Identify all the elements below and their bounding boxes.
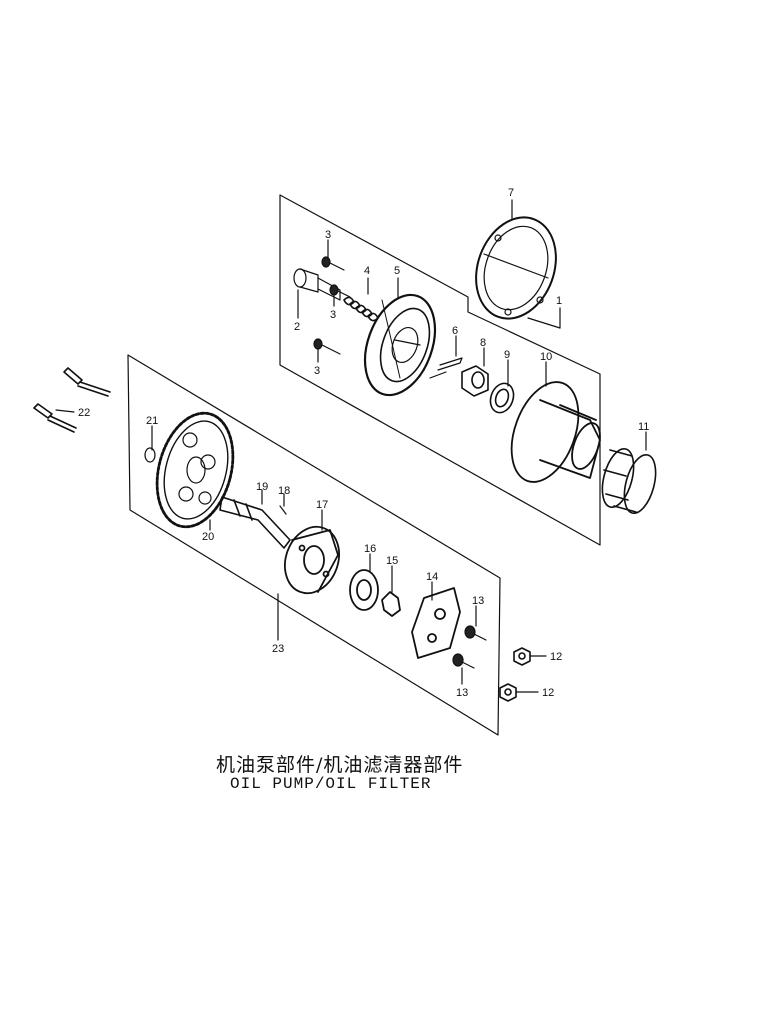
bolt-part-2 (293, 268, 341, 301)
callout-13-upper: 13 (472, 595, 484, 607)
callout-12-lower: 12 (542, 687, 554, 699)
callout-labels: 1 2 3 3 3 4 5 6 7 8 9 10 11 12 12 13 13 … (78, 187, 649, 699)
callout-14: 14 (426, 571, 438, 583)
outer-rotor-part-16 (349, 569, 379, 611)
screw-part-13-upper (464, 625, 487, 641)
callout-1: 1 (556, 295, 562, 307)
inner-rotor-part-15 (381, 591, 401, 617)
diagram-title-chinese: 机油泵部件/机油滤清器部件 (216, 754, 464, 776)
diagram-title-english: OIL PUMP/OIL FILTER (230, 775, 432, 793)
cotter-pin-part-6 (429, 357, 463, 379)
callout-13-lower: 13 (456, 687, 468, 699)
bolt-part-22-lower (33, 403, 77, 433)
bolt-part-22-upper (63, 367, 111, 397)
circlip-part-21 (144, 447, 156, 463)
callout-10: 10 (540, 351, 552, 363)
spring-part-4 (343, 296, 379, 322)
assembly-1-outline (279, 194, 601, 546)
callout-19: 19 (256, 481, 268, 493)
callout-2: 2 (294, 321, 300, 333)
callout-17: 17 (316, 499, 328, 511)
washer-part-9 (489, 382, 515, 414)
callout-20: 20 (202, 531, 214, 543)
callout-3-top: 3 (325, 229, 331, 241)
screw-part-3-top (321, 256, 345, 271)
callout-18: 18 (278, 485, 290, 497)
callout-11: 11 (638, 421, 649, 433)
screw-part-13-lower (452, 653, 475, 669)
callout-3-mid: 3 (330, 309, 336, 321)
callout-8: 8 (480, 337, 486, 349)
callout-3-low: 3 (314, 365, 320, 377)
screw-part-3-mid (329, 284, 351, 298)
castle-nut-part-8 (461, 365, 489, 397)
callout-5: 5 (394, 265, 400, 277)
callout-22: 22 (78, 407, 90, 419)
spline-gear-part-11 (601, 447, 657, 515)
nut-part-12-upper (513, 647, 531, 666)
callout-15: 15 (386, 555, 398, 567)
callout-23: 23 (272, 643, 284, 655)
callout-4: 4 (364, 265, 370, 277)
callout-12-upper: 12 (550, 651, 562, 663)
callout-16: 16 (364, 543, 376, 555)
gasket-part-7 (475, 216, 557, 320)
drive-hub-part-10 (510, 381, 601, 483)
sprocket-part-20 (155, 411, 235, 529)
assembly-23-outline (127, 354, 501, 736)
filter-rotor-part-5 (363, 293, 437, 397)
callout-7: 7 (508, 187, 514, 199)
screw-part-3-low (313, 338, 341, 355)
callout-6: 6 (452, 325, 458, 337)
callout-9: 9 (504, 349, 510, 361)
pump-shaft-part-19 (219, 496, 291, 549)
pump-body-part-17 (284, 525, 340, 595)
callout-21: 21 (146, 415, 158, 427)
pump-cover-part-14 (411, 587, 461, 659)
nut-part-12-lower (499, 683, 517, 702)
pin-part-18 (279, 505, 287, 515)
